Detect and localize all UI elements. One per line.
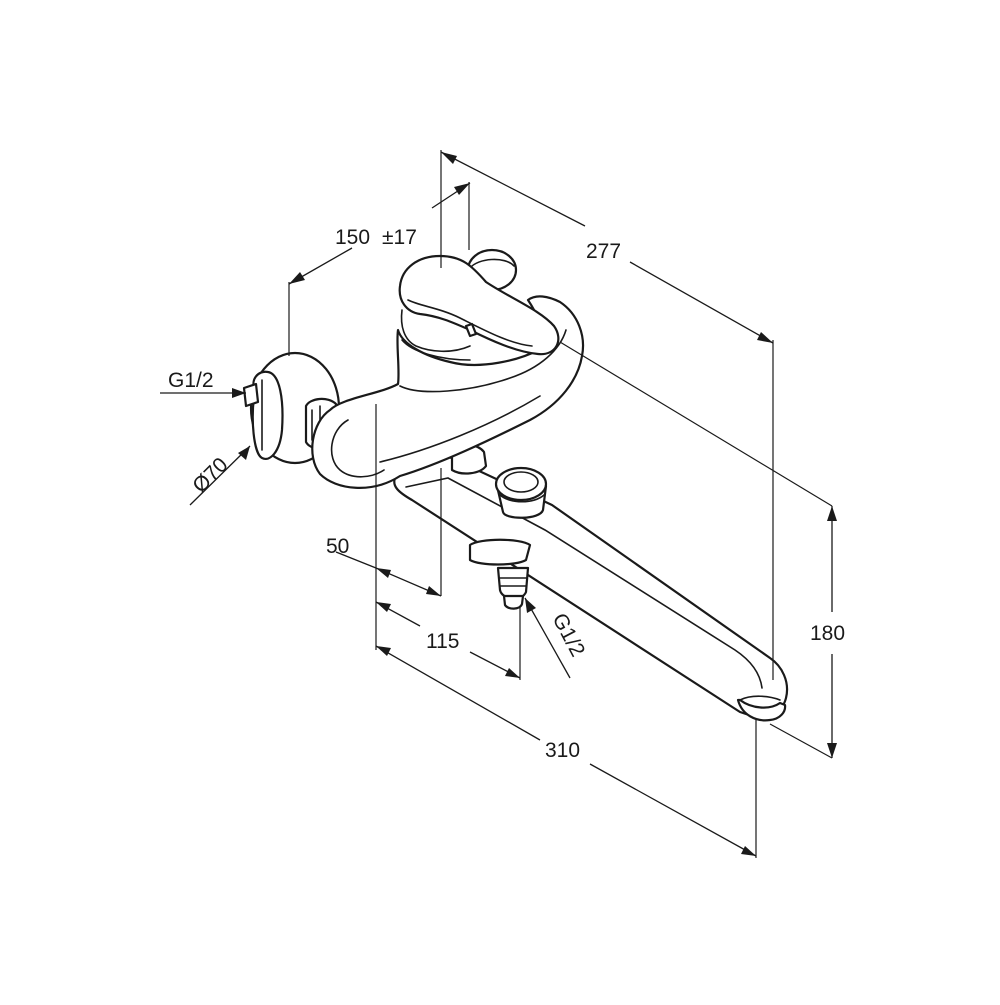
dim-277-line-a (440, 151, 586, 227)
diverter-knob (494, 466, 548, 519)
label-outlet-thread: G1/2 (548, 610, 590, 661)
arrow-310-start (376, 646, 391, 656)
arrow-115-end (505, 668, 520, 678)
arrow-277-start (441, 152, 457, 164)
label-height: 180 (810, 622, 845, 645)
outlet-connection (468, 538, 532, 610)
extension-lines (288, 150, 833, 858)
arrow-inlet-thread (232, 388, 246, 398)
ext-180-top (559, 341, 833, 507)
ext-180-bottom (769, 723, 833, 759)
dimension-labels: 150 ±17 277 180 310 50 115 G1/2 Ø70 G1/2 (168, 226, 845, 762)
label-spout-length: 310 (545, 739, 580, 762)
dim-277-line-b (629, 261, 774, 344)
label-lever-offset: 50 (326, 535, 349, 558)
arrow-outlet-thread (525, 598, 536, 613)
label-rail-spacing: 150 (335, 226, 370, 249)
label-overall-depth: 277 (586, 240, 621, 263)
arrow-150-right (454, 183, 470, 195)
arrow-310-end (741, 846, 756, 856)
arrow-150-left (289, 272, 305, 284)
dim-50-leader (335, 551, 377, 569)
label-outlet-offset: 115 (426, 630, 459, 653)
leader-outlet-thread (524, 597, 571, 679)
label-rail-spacing-tolerance: ±17 (382, 226, 417, 249)
arrow-50-end (426, 586, 441, 596)
faucet-outline (242, 248, 789, 722)
lever-handle (398, 254, 560, 356)
arrowheads (232, 152, 837, 856)
leader-rosette-diameter (189, 445, 251, 506)
arrow-115-start (376, 602, 391, 612)
arrow-rosette-diameter (238, 446, 250, 460)
label-rosette-diameter: Ø70 (188, 453, 232, 497)
spout (393, 453, 789, 722)
dim-310-line-a (375, 645, 541, 741)
arrow-50-start (376, 568, 391, 578)
dim-310-line-b (589, 763, 757, 857)
label-inlet-thread: G1/2 (168, 369, 214, 392)
arrow-180-top (827, 506, 837, 521)
arrow-180-bottom (827, 743, 837, 758)
arrow-277-end (757, 332, 773, 343)
